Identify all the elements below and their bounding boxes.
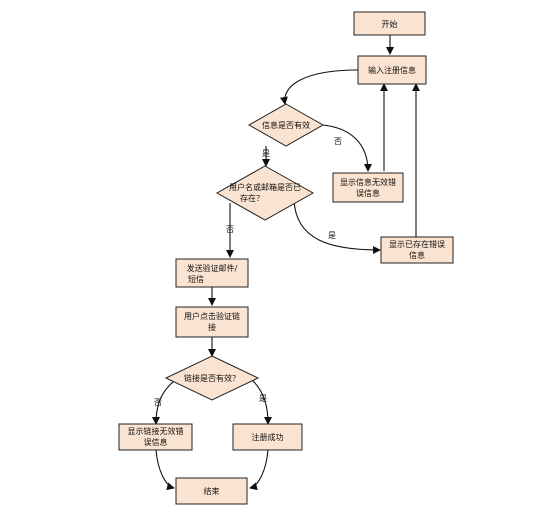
label-valid-no: 否 (334, 137, 342, 146)
node-link-invalid: 显示链接无效错 误信息 (118, 423, 193, 451)
node-exists-error-line2: 信息 (409, 250, 425, 260)
edge-link-yes (249, 377, 272, 425)
node-click-link-line2: 接 (208, 322, 216, 332)
label-link-yes: 是 (259, 394, 267, 403)
node-start-label: 开始 (382, 19, 398, 29)
node-exists-error: 显示已存在错误 信息 (380, 236, 454, 264)
edge-success-end (249, 449, 269, 491)
label-exists-yes: 是 (328, 231, 336, 240)
node-start: 开始 (353, 11, 426, 36)
node-invalid-info-line2: 误信息 (356, 188, 380, 198)
label-exists-no: 否 (226, 225, 234, 234)
edge-invalid-end (155, 449, 175, 491)
node-link-invalid-line2: 误信息 (144, 437, 168, 447)
node-click-link-line1: 用户点击验证链 (184, 311, 240, 321)
node-link-check-label: 链接是否有效？ (184, 373, 240, 383)
node-exists-check: 用户名或邮箱是否已 存在？ (215, 165, 315, 221)
label-link-no: 否 (154, 398, 162, 407)
node-success-label: 注册成功 (252, 432, 284, 442)
node-send-verify-line2: 短信 (188, 274, 204, 284)
node-exists-check-line1: 用户名或邮箱是否已 (229, 182, 301, 192)
node-success: 注册成功 (232, 423, 303, 451)
node-exists-error-line1: 显示已存在错误 (389, 239, 445, 249)
edge-exists-yes (293, 199, 381, 254)
node-invalid-info: 显示信息无效错 误信息 (332, 172, 404, 203)
node-valid-check-label: 信息是否有效 (262, 120, 310, 130)
edge-input-valid (279, 69, 359, 105)
node-send-verify: 发送验证邮件/ 短信 (175, 258, 249, 288)
edge-valid-no (322, 124, 372, 172)
label-valid-yes: 是 (262, 149, 270, 158)
node-end-label: 结束 (204, 486, 220, 496)
node-link-invalid-line1: 显示链接无效错 (128, 426, 184, 436)
node-end: 结束 (175, 477, 248, 505)
node-exists-check-line2: 存在？ (240, 193, 264, 203)
node-link-check: 链接是否有效？ (164, 355, 260, 401)
node-click-link: 用户点击验证链 接 (175, 306, 249, 338)
node-input-label: 输入注册信息 (368, 65, 416, 75)
node-invalid-info-line1: 显示信息无效错 (340, 177, 396, 187)
node-send-verify-line1: 发送验证邮件/ (187, 263, 238, 273)
node-valid-check: 信息是否有效 (247, 103, 325, 147)
node-input: 输入注册信息 (357, 55, 427, 85)
